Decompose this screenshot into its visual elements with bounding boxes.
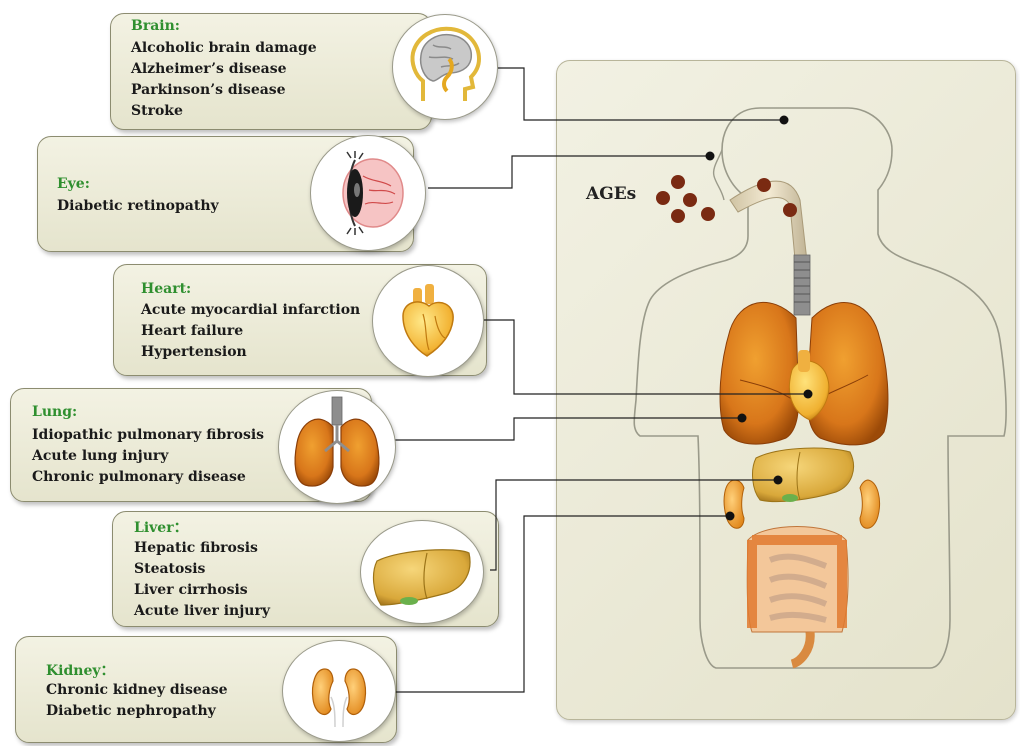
liver-item: Liver cirrhosis: [134, 580, 270, 601]
eye-connector: [428, 156, 710, 188]
lungs-icon: [278, 390, 396, 504]
eye-icon: [310, 135, 426, 251]
kidney-title: Kidney：: [46, 660, 115, 680]
liver-icon: [360, 520, 484, 624]
liver-item: Steatosis: [134, 559, 270, 580]
eye-items: Diabetic retinopathy: [57, 196, 219, 217]
liver-item: Hepatic fibrosis: [134, 538, 270, 559]
kidney-item: Chronic kidney disease: [46, 680, 228, 701]
kidney-item: Diabetic nephropathy: [46, 701, 228, 722]
eye-title: Eye:: [57, 176, 90, 192]
brain-item: Parkinson’s disease: [131, 80, 317, 101]
heart-item: Hypertension: [141, 342, 360, 363]
brain-title: Brain:: [131, 18, 180, 34]
heart-item: Heart failure: [141, 321, 360, 342]
liver-items: Hepatic fibrosis Steatosis Liver cirrhos…: [134, 538, 270, 622]
heart-title: Heart:: [141, 281, 191, 297]
intestines: [747, 527, 848, 665]
ages-label: AGEs: [586, 184, 636, 204]
left-lung: [720, 302, 799, 444]
body-kidney-left: [724, 480, 744, 528]
brain-icon: [392, 14, 498, 120]
kidneys-icon: [282, 640, 396, 742]
liver-title: Liver：: [134, 517, 188, 537]
lung-item: Chronic pulmonary disease: [32, 467, 264, 488]
heart-item: Acute myocardial infarction: [141, 300, 360, 321]
body-kidney-right: [860, 480, 880, 528]
lung-item: Idiopathic pulmonary fibrosis: [32, 425, 264, 446]
brain-item: Alzheimer’s disease: [131, 59, 317, 80]
kidney-items: Chronic kidney disease Diabetic nephropa…: [46, 680, 228, 722]
heart-items: Acute myocardial infarction Heart failur…: [141, 300, 360, 363]
liver-item: Acute liver injury: [134, 601, 270, 622]
lung-items: Idiopathic pulmonary fibrosis Acute lung…: [32, 425, 264, 488]
heart-icon: [372, 265, 484, 377]
brain-items: Alcoholic brain damage Alzheimer’s disea…: [131, 38, 317, 122]
lung-title: Lung:: [32, 404, 77, 420]
brain-item: Stroke: [131, 101, 317, 122]
brain-item: Alcoholic brain damage: [131, 38, 317, 59]
body-liver: [753, 448, 854, 502]
eye-item: Diabetic retinopathy: [57, 196, 219, 217]
lung-item: Acute lung injury: [32, 446, 264, 467]
